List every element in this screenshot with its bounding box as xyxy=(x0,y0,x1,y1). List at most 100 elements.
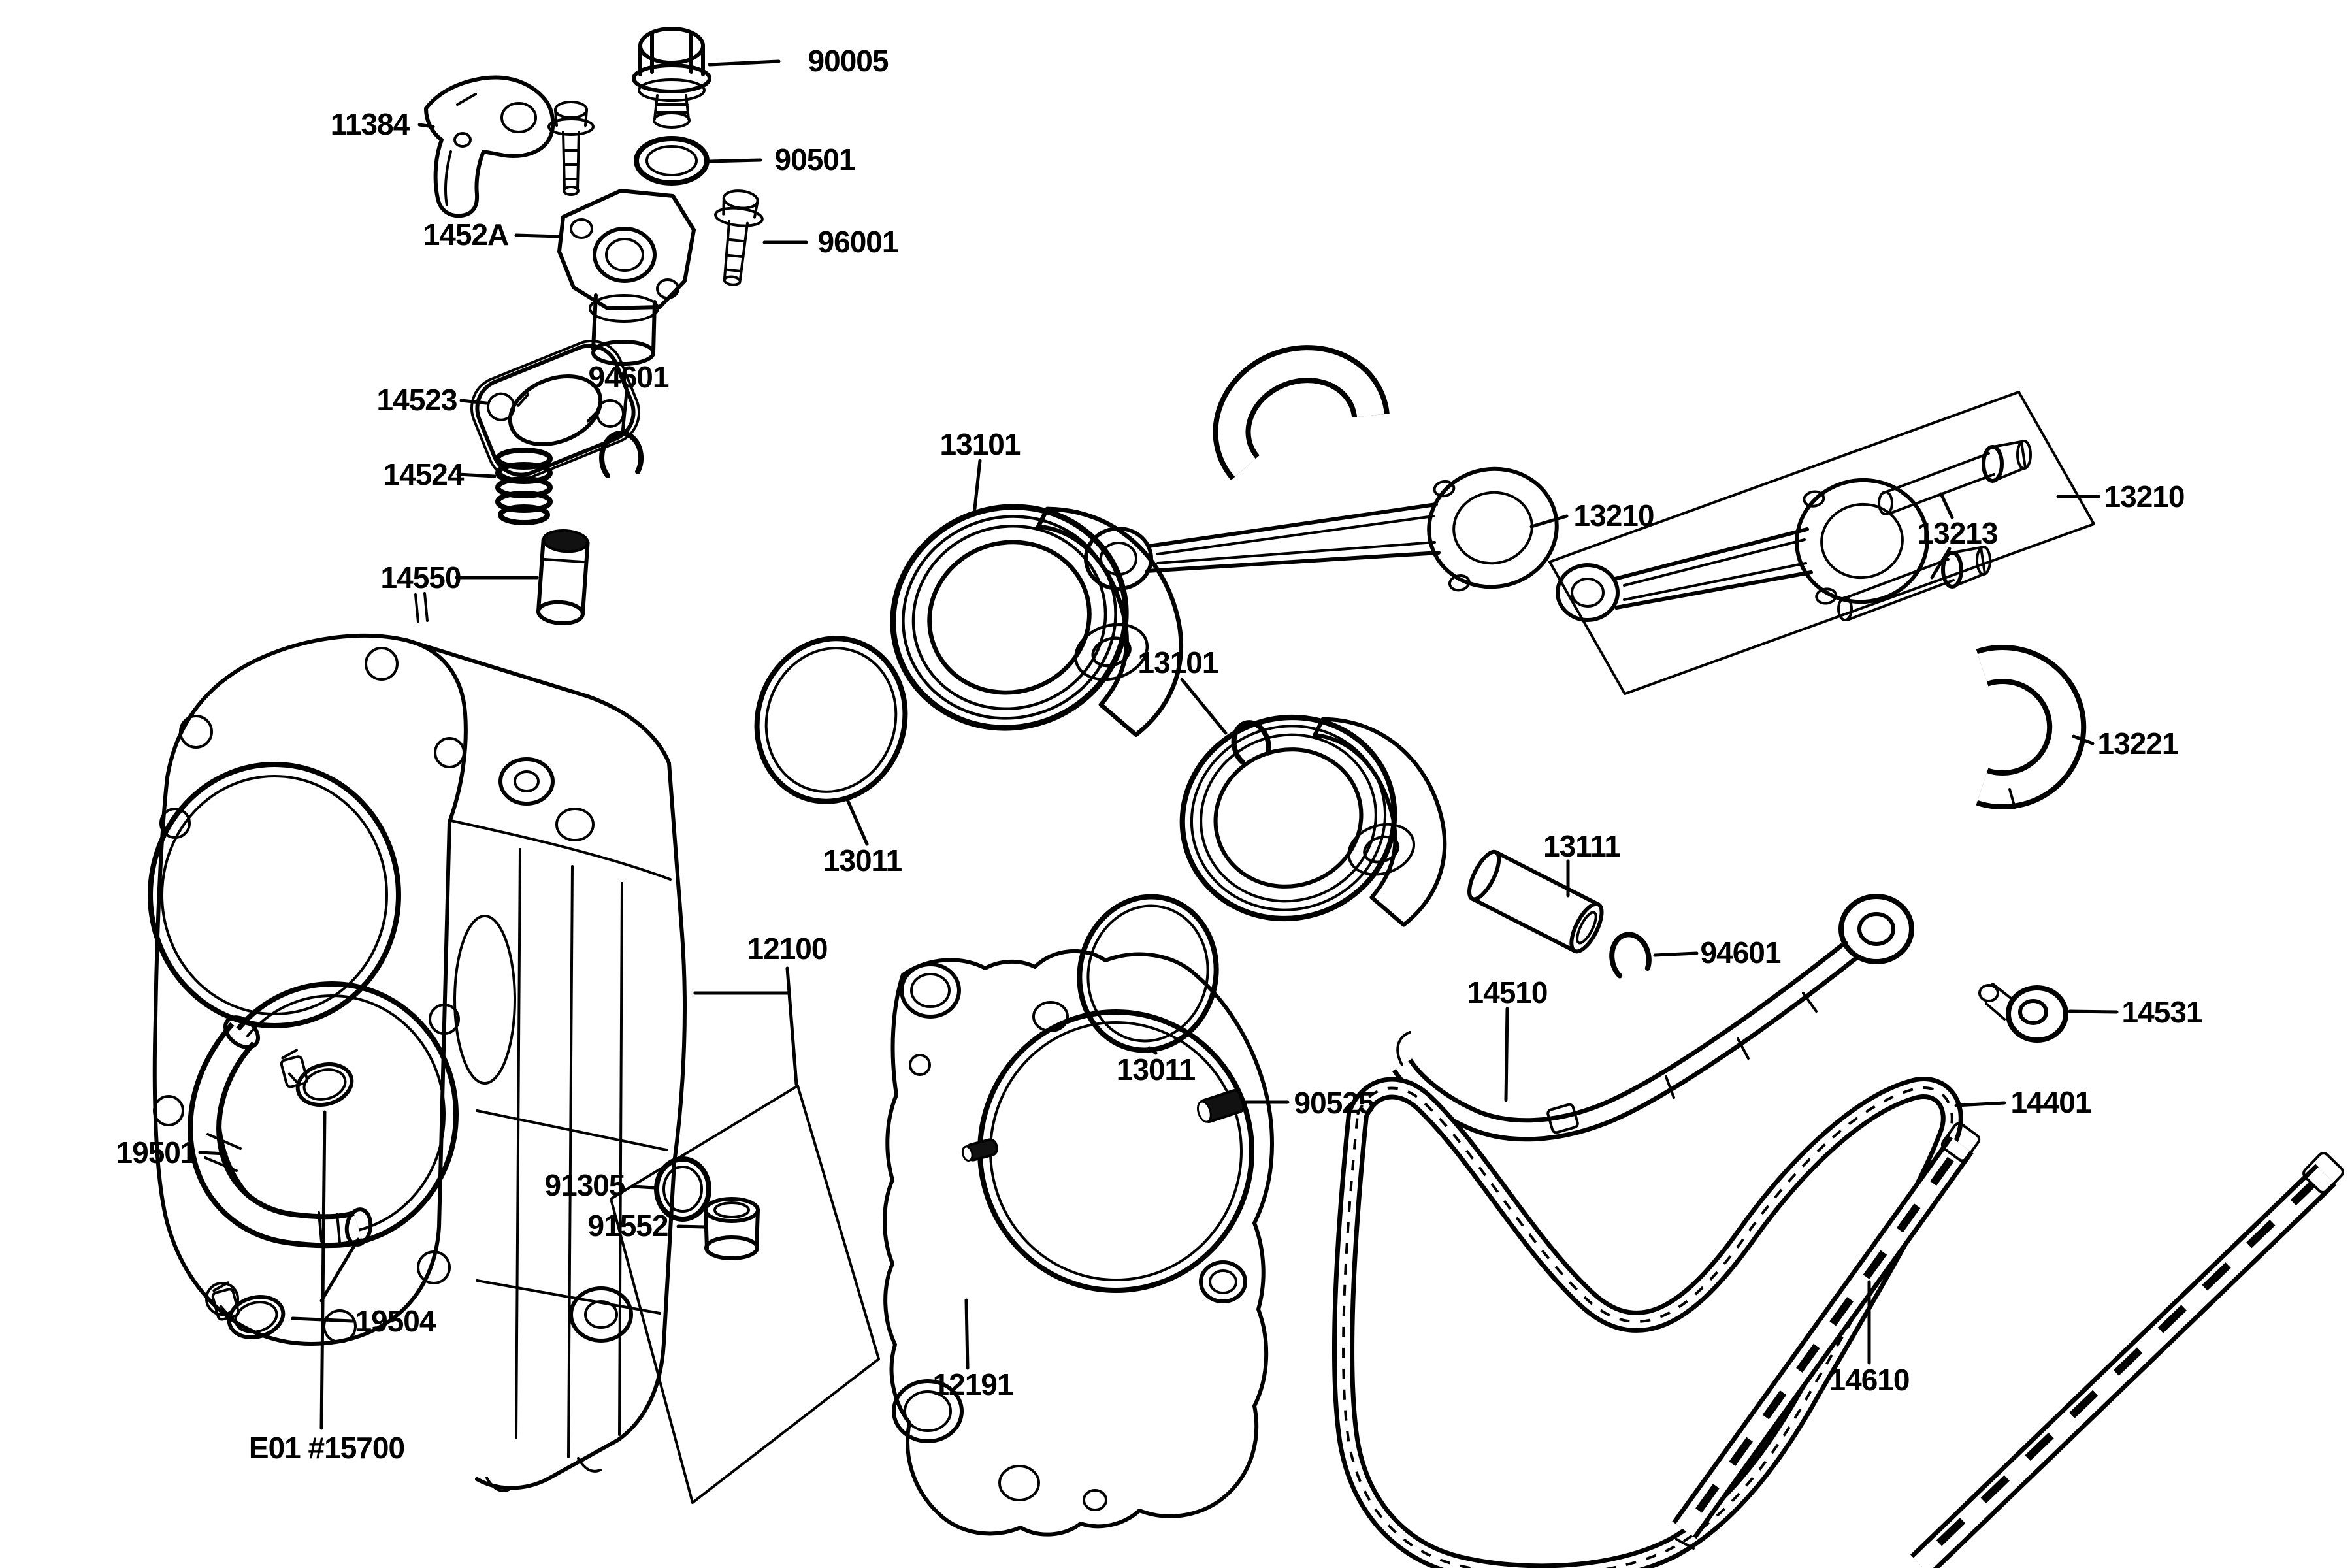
ring-set-13011-2-drawing xyxy=(1077,894,1219,1053)
leader-line xyxy=(708,59,781,67)
part-number-text: 91552 xyxy=(588,1209,668,1243)
part-number-text: 14401 xyxy=(2011,1085,2091,1119)
part-number-text: 13111 xyxy=(1543,829,1620,863)
piston-13101-2-drawing xyxy=(1156,678,1470,981)
chain-guide-14610-drawing xyxy=(1672,1122,1981,1550)
part-label: 12191 xyxy=(933,1298,1014,1401)
leader-line xyxy=(319,1237,360,1303)
leader-line xyxy=(1180,678,1228,735)
part-label: 91305 xyxy=(545,1168,657,1202)
part-label: 13210 xyxy=(2056,480,2185,514)
leader-line xyxy=(631,1184,657,1190)
part-label: 13213 xyxy=(1918,492,1998,580)
leader-line xyxy=(1504,1007,1509,1102)
part-number-text: 14523 xyxy=(377,383,457,417)
part-number-text: 13101 xyxy=(940,427,1021,461)
part-number-text: 90525 xyxy=(1294,1086,1375,1120)
part-label: E01 #15700 xyxy=(249,1110,405,1465)
part-label: 14550 xyxy=(381,561,539,595)
rod-14550-drawing xyxy=(536,529,590,625)
leader-line xyxy=(845,798,869,846)
part-label: 14531 xyxy=(2068,995,2203,1029)
part-number-text: 13210 xyxy=(1574,498,1654,532)
part-number-text: 1452A xyxy=(423,218,509,252)
part-number-text: 14550 xyxy=(381,561,461,595)
leader-line xyxy=(964,1298,970,1370)
part-number-text: 13221 xyxy=(2098,727,2178,760)
tensioner-arm-14510-drawing xyxy=(1392,894,1914,1142)
part-label: 13101 xyxy=(940,427,1021,516)
part-label: 1452A xyxy=(423,218,561,252)
part-label: 96001 xyxy=(762,225,899,259)
part-number-text: 19501 xyxy=(116,1135,197,1169)
leader-line xyxy=(708,158,762,163)
parts-layer xyxy=(148,27,2344,1568)
leader-line xyxy=(1930,547,1952,580)
part-label: 14610 xyxy=(1829,1280,1910,1397)
circlip-94601-right-drawing xyxy=(1609,932,1652,979)
part-label: 13011 xyxy=(823,798,903,877)
part-number-text: 94601 xyxy=(1701,936,1781,970)
part-number-text: 13101 xyxy=(1138,645,1218,679)
dowel-90525-drawing xyxy=(1196,1089,1245,1123)
part-label: 11384 xyxy=(331,107,435,141)
leader-line xyxy=(972,459,982,516)
bearing-shell-top-drawing xyxy=(1213,345,1390,481)
part-number-text: 14610 xyxy=(1829,1363,1910,1397)
leader-line xyxy=(1954,1101,2006,1107)
leader-line xyxy=(2068,1009,2119,1014)
leader-line xyxy=(1653,951,1699,957)
part-number-text: 14524 xyxy=(384,457,465,491)
piston-pin-13111-drawing xyxy=(1467,849,1604,954)
leader-line xyxy=(676,1224,706,1229)
part-label: 19501 xyxy=(116,1135,228,1169)
part-label: 13111 xyxy=(1543,829,1621,898)
leader-line xyxy=(198,1151,228,1156)
part-label: 14523 xyxy=(377,383,488,417)
part-label: 90501 xyxy=(708,142,856,176)
leader-line xyxy=(785,966,798,1086)
connecting-rod-1-drawing xyxy=(1084,466,1559,592)
part-number-text: 90501 xyxy=(775,142,855,176)
circlip-mid-drawing xyxy=(1231,720,1271,765)
cam-chain-14401-drawing xyxy=(1332,1077,1963,1568)
part-number-text: 13011 xyxy=(1117,1053,1196,1086)
part-number-text: 12191 xyxy=(933,1367,1013,1401)
leader-line xyxy=(319,1110,327,1430)
leader-line xyxy=(2072,734,2095,745)
collar-91552-drawing xyxy=(704,1197,760,1260)
tensioner-1452A-drawing xyxy=(557,189,696,366)
cylinder-gasket-12191-drawing xyxy=(883,949,1274,1537)
conrod-kit-box-drawing xyxy=(1548,391,2095,695)
part-label: 13221 xyxy=(2072,727,2179,760)
leader-line xyxy=(417,123,435,129)
hose-clamp-top-drawing xyxy=(279,1038,356,1113)
pivot-bolt-14531-drawing xyxy=(1978,983,2068,1043)
part-label: 14510 xyxy=(1467,975,1548,1102)
o-ring-91305-drawing xyxy=(654,1156,711,1222)
circlip-94601-top-drawing xyxy=(599,430,644,478)
labels-layer: 90005 11384 90501 1452A 96001 14523 94601 14524… xyxy=(116,44,2203,1465)
part-label: 13101 xyxy=(1138,645,1228,735)
part-label: 90005 xyxy=(708,44,889,78)
part-label: 13011 xyxy=(1117,1046,1196,1086)
part-number-text: 91305 xyxy=(545,1168,625,1202)
leader-line xyxy=(1529,514,1569,529)
leader-line xyxy=(1939,492,1954,519)
part-label: 91552 xyxy=(588,1209,706,1243)
part-label: 94601 xyxy=(1653,936,1782,970)
leader-line xyxy=(1147,1046,1158,1055)
leader-line xyxy=(621,391,629,434)
rod-bolt-13213-1-drawing xyxy=(1878,440,2032,515)
cap-bolt-90005-drawing xyxy=(632,27,711,129)
part-number-text: E01 #15700 xyxy=(249,1431,404,1465)
leader-line xyxy=(514,233,561,238)
bolt-a-drawing xyxy=(547,101,595,196)
hose-19501-drawing xyxy=(188,1015,373,1249)
chain-guide-right-drawing xyxy=(1910,1152,2344,1568)
leader-line xyxy=(456,472,497,478)
part-number-text: 96001 xyxy=(818,225,898,259)
ring-set-13011-1-drawing xyxy=(754,636,908,804)
